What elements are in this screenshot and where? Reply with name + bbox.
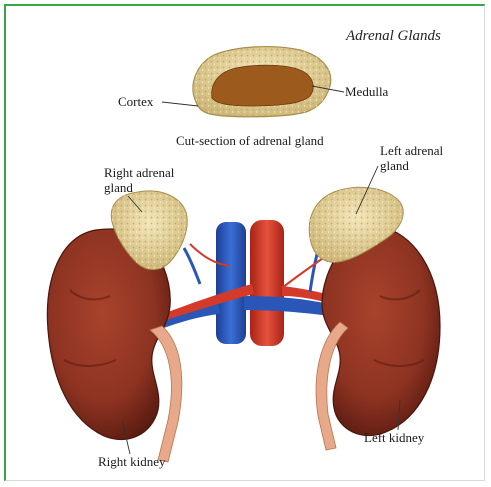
cortex-label: Cortex — [118, 94, 154, 109]
adrenal-cut-section — [193, 47, 331, 117]
cortex-leader — [162, 102, 198, 106]
right-adrenal-label-line1: Right adrenal — [104, 165, 175, 180]
left-adrenal-label-line1: Left adrenal — [380, 143, 444, 158]
left-kidney-label: Left kidney — [364, 430, 425, 445]
left-adrenal-label-line2: gland — [380, 158, 409, 173]
medulla-label: Medulla — [345, 84, 389, 99]
aorta — [250, 220, 284, 346]
medulla-region — [212, 65, 313, 106]
right-adrenal-label-line2: gland — [104, 180, 133, 195]
cut-section-caption: Cut-section of adrenal gland — [176, 133, 324, 148]
vena-cava — [216, 222, 246, 344]
right-kidney-label: Right kidney — [98, 454, 166, 469]
diagram-title: Adrenal Glands — [345, 28, 441, 44]
